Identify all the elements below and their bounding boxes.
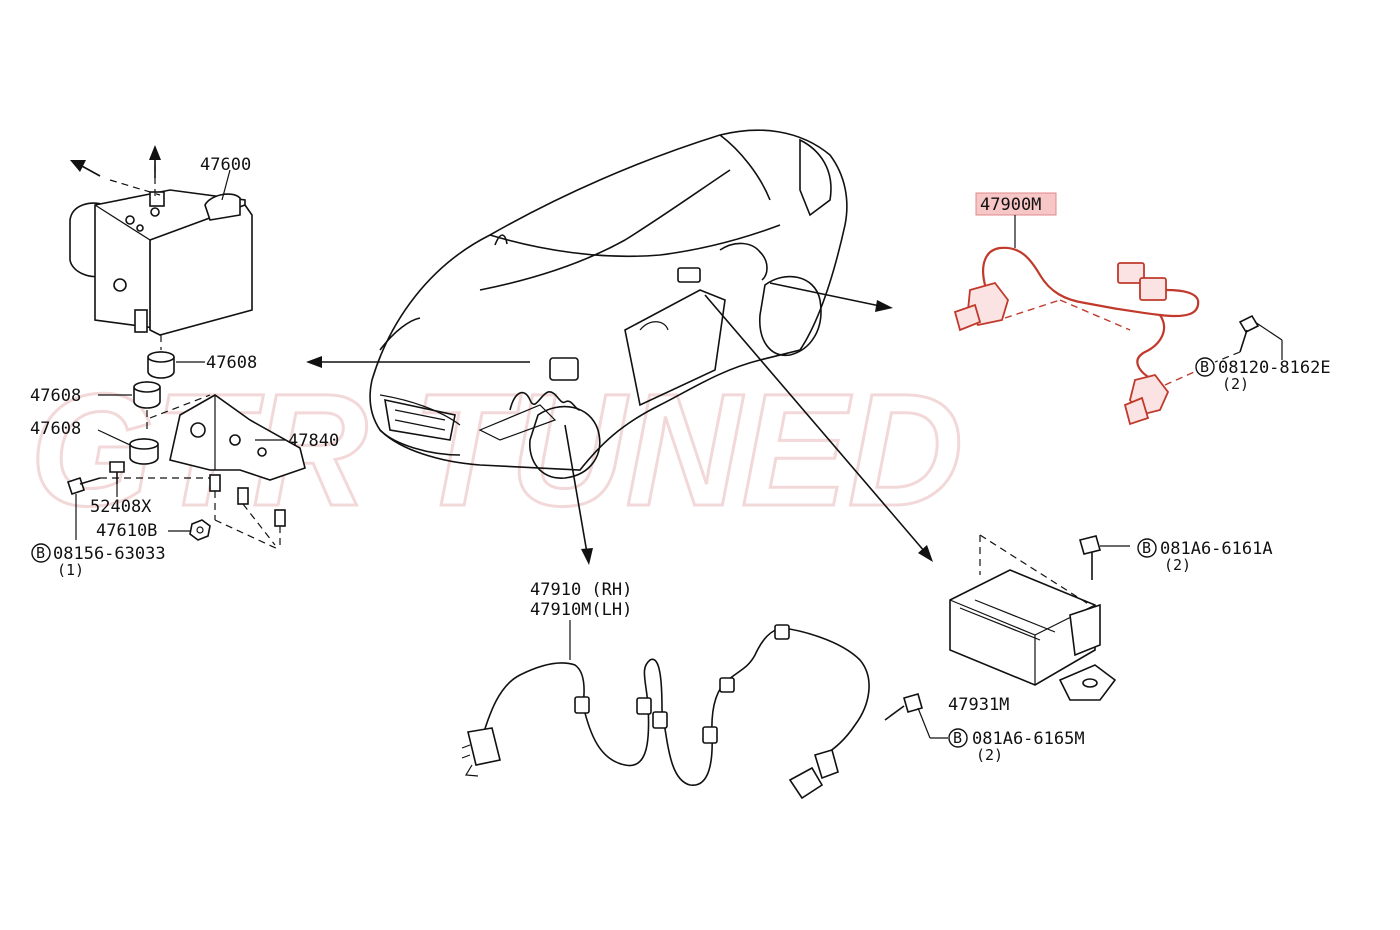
watermark-text: GTR TUNED <box>30 360 963 539</box>
bolt-marker-6165m: B <box>948 728 968 748</box>
label-47608-left: 47608 <box>30 386 81 406</box>
bolt-08156 <box>66 476 210 540</box>
bolt-marker-08120-letter: B <box>1200 358 1209 376</box>
label-47910-rh: 47910 (RH) <box>530 580 632 600</box>
grommet-top <box>147 351 205 379</box>
bolt-marker-6161a: B <box>1137 538 1157 558</box>
bolt-marker-08156: B <box>31 543 51 563</box>
bolt-52408x <box>109 461 125 497</box>
grommet-left <box>98 381 161 409</box>
bolt-marker-6161a-letter: B <box>1142 539 1151 557</box>
bolt-marker-08156-letter: B <box>36 544 45 562</box>
label-6161a-qty: (2) <box>1164 556 1191 574</box>
bolt-081a6-6161a <box>1079 535 1130 580</box>
abs-actuator <box>69 145 253 336</box>
label-08156-qty: (1) <box>57 561 84 579</box>
label-081a6-6161a: 081A6-6161A <box>1160 539 1273 559</box>
label-081a6-6165m: 081A6-6165M <box>972 729 1085 749</box>
bolt-081a6-6165m <box>884 693 948 739</box>
grommet-lower <box>97 429 159 465</box>
bolt-08120 <box>1214 314 1283 363</box>
label-47900m-highlight <box>975 192 1057 216</box>
label-47900m: 47900M <box>980 195 1041 215</box>
label-47910m-lh: 47910M(LH) <box>530 600 632 620</box>
nut-47610b <box>189 519 211 541</box>
label-47608-top: 47608 <box>206 353 257 373</box>
label-08120-8162e: 08120-8162E <box>1218 358 1331 378</box>
label-47931m: 47931M <box>948 695 1009 715</box>
leader-arrows <box>306 282 933 565</box>
bolt-marker-6165m-letter: B <box>953 729 962 747</box>
label-08156-63033: 08156-63033 <box>53 544 166 564</box>
label-47840: 47840 <box>288 431 339 451</box>
front-wheel-sensor-47910 <box>461 624 870 800</box>
label-52408x: 52408X <box>90 497 152 517</box>
label-6165m-qty: (2) <box>976 746 1003 764</box>
car-outline <box>369 129 848 479</box>
rear-wheel-sensor-47900m <box>953 246 1211 426</box>
label-47608-lower: 47608 <box>30 419 81 439</box>
label-47610b: 47610B <box>96 521 157 541</box>
yaw-rate-sensor-47931m <box>949 534 1117 701</box>
label-47600: 47600 <box>200 155 251 175</box>
bracket-47840 <box>169 394 306 551</box>
label-08120-qty: (2) <box>1222 375 1249 393</box>
bolt-marker-08120: B <box>1195 357 1215 377</box>
